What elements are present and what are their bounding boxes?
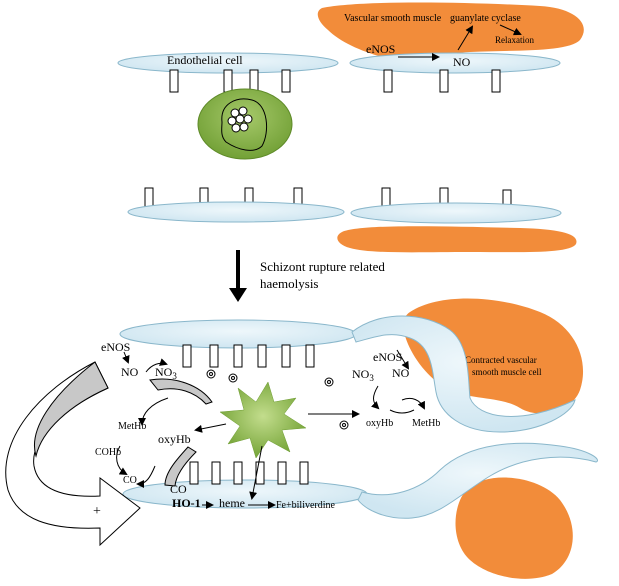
enos-top-label: eNOS: [366, 42, 395, 56]
contracted-smooth-muscle-bottom-blob: [455, 477, 573, 579]
oxyhb-curved-gray-band: [164, 446, 197, 487]
oxyhb-to-methb-arrow-left: [149, 378, 213, 405]
contracted-muscle-label-line1: Contracted vascular: [465, 355, 537, 365]
infected-red-cell: [197, 88, 293, 160]
top-panel: Endothelial cell Vascular smooth muscle …: [117, 2, 584, 160]
curled-membrane-upper: [351, 315, 576, 433]
vascular-smooth-muscle-label: Vascular smooth muscle: [344, 13, 442, 24]
no3-right-label: NO3: [352, 367, 374, 383]
schizont-rupture-label-line1: Schizont rupture related: [260, 259, 385, 274]
endothelial-cell-label: Endothelial cell: [167, 53, 243, 67]
co-small-label: CO: [123, 475, 137, 486]
methb-left-label: MetHb: [118, 421, 146, 432]
enos-right-label: eNOS: [373, 350, 402, 364]
contracted-muscle-label-line2: smooth muscle cell: [472, 367, 542, 377]
schizont-rupture-label-line2: haemolysis: [260, 276, 319, 291]
haemolysis-starburst: [219, 381, 307, 459]
no3-left-label: NO3: [155, 365, 177, 381]
smooth-muscle-middle-blob: [337, 226, 577, 253]
plus-sign: +: [93, 504, 101, 519]
oxyhb-left-label: oxyHb: [158, 432, 191, 446]
bottom-panel: Contracted vascular smooth muscle cell: [5, 298, 598, 579]
cyclase-to-relaxation-arrow: [499, 24, 522, 36]
pathway-arrows: [116, 349, 425, 509]
relaxation-label: Relaxation: [495, 35, 534, 45]
middle-panel: Schizont rupture related haemolysis: [127, 187, 577, 302]
fe-biliverdine-label: Fe+biliverdine: [276, 500, 336, 511]
guanylate-cyclase-label: guanylate cyclase: [450, 13, 521, 24]
cohb-label: COHb: [95, 447, 121, 458]
tight-junctions-bottom-lower: [189, 461, 309, 485]
heme-label: heme: [219, 496, 245, 510]
ho1-label: HO-1: [172, 496, 201, 510]
co-large-label: CO: [170, 482, 187, 496]
positive-feedback-arrow-shade: [34, 361, 109, 458]
no-top-label: NO: [453, 55, 471, 69]
tight-junctions-middle: [144, 187, 512, 213]
no-left-label: NO: [121, 365, 139, 379]
heme-particles: [206, 369, 349, 430]
methb-right-label: MetHb: [412, 418, 440, 429]
endothelial-membrane-bottom-upper: [119, 319, 357, 349]
no-right-label: NO: [392, 366, 410, 380]
vascular-smooth-muscle-blob: [317, 2, 584, 62]
enos-left-label: eNOS: [101, 340, 130, 354]
oxyhb-right-label: oxyHb: [366, 418, 393, 429]
curled-membrane-lower: [357, 442, 598, 519]
no-to-cyclase-arrow: [457, 25, 474, 51]
endothelial-membrane-middle-left: [127, 201, 345, 223]
endothelial-membrane-top-right: [349, 52, 561, 74]
merozoites-cluster: [227, 106, 253, 133]
tight-junctions-bottom-upper: [182, 344, 315, 368]
endothelial-membrane-middle-right: [350, 202, 562, 224]
